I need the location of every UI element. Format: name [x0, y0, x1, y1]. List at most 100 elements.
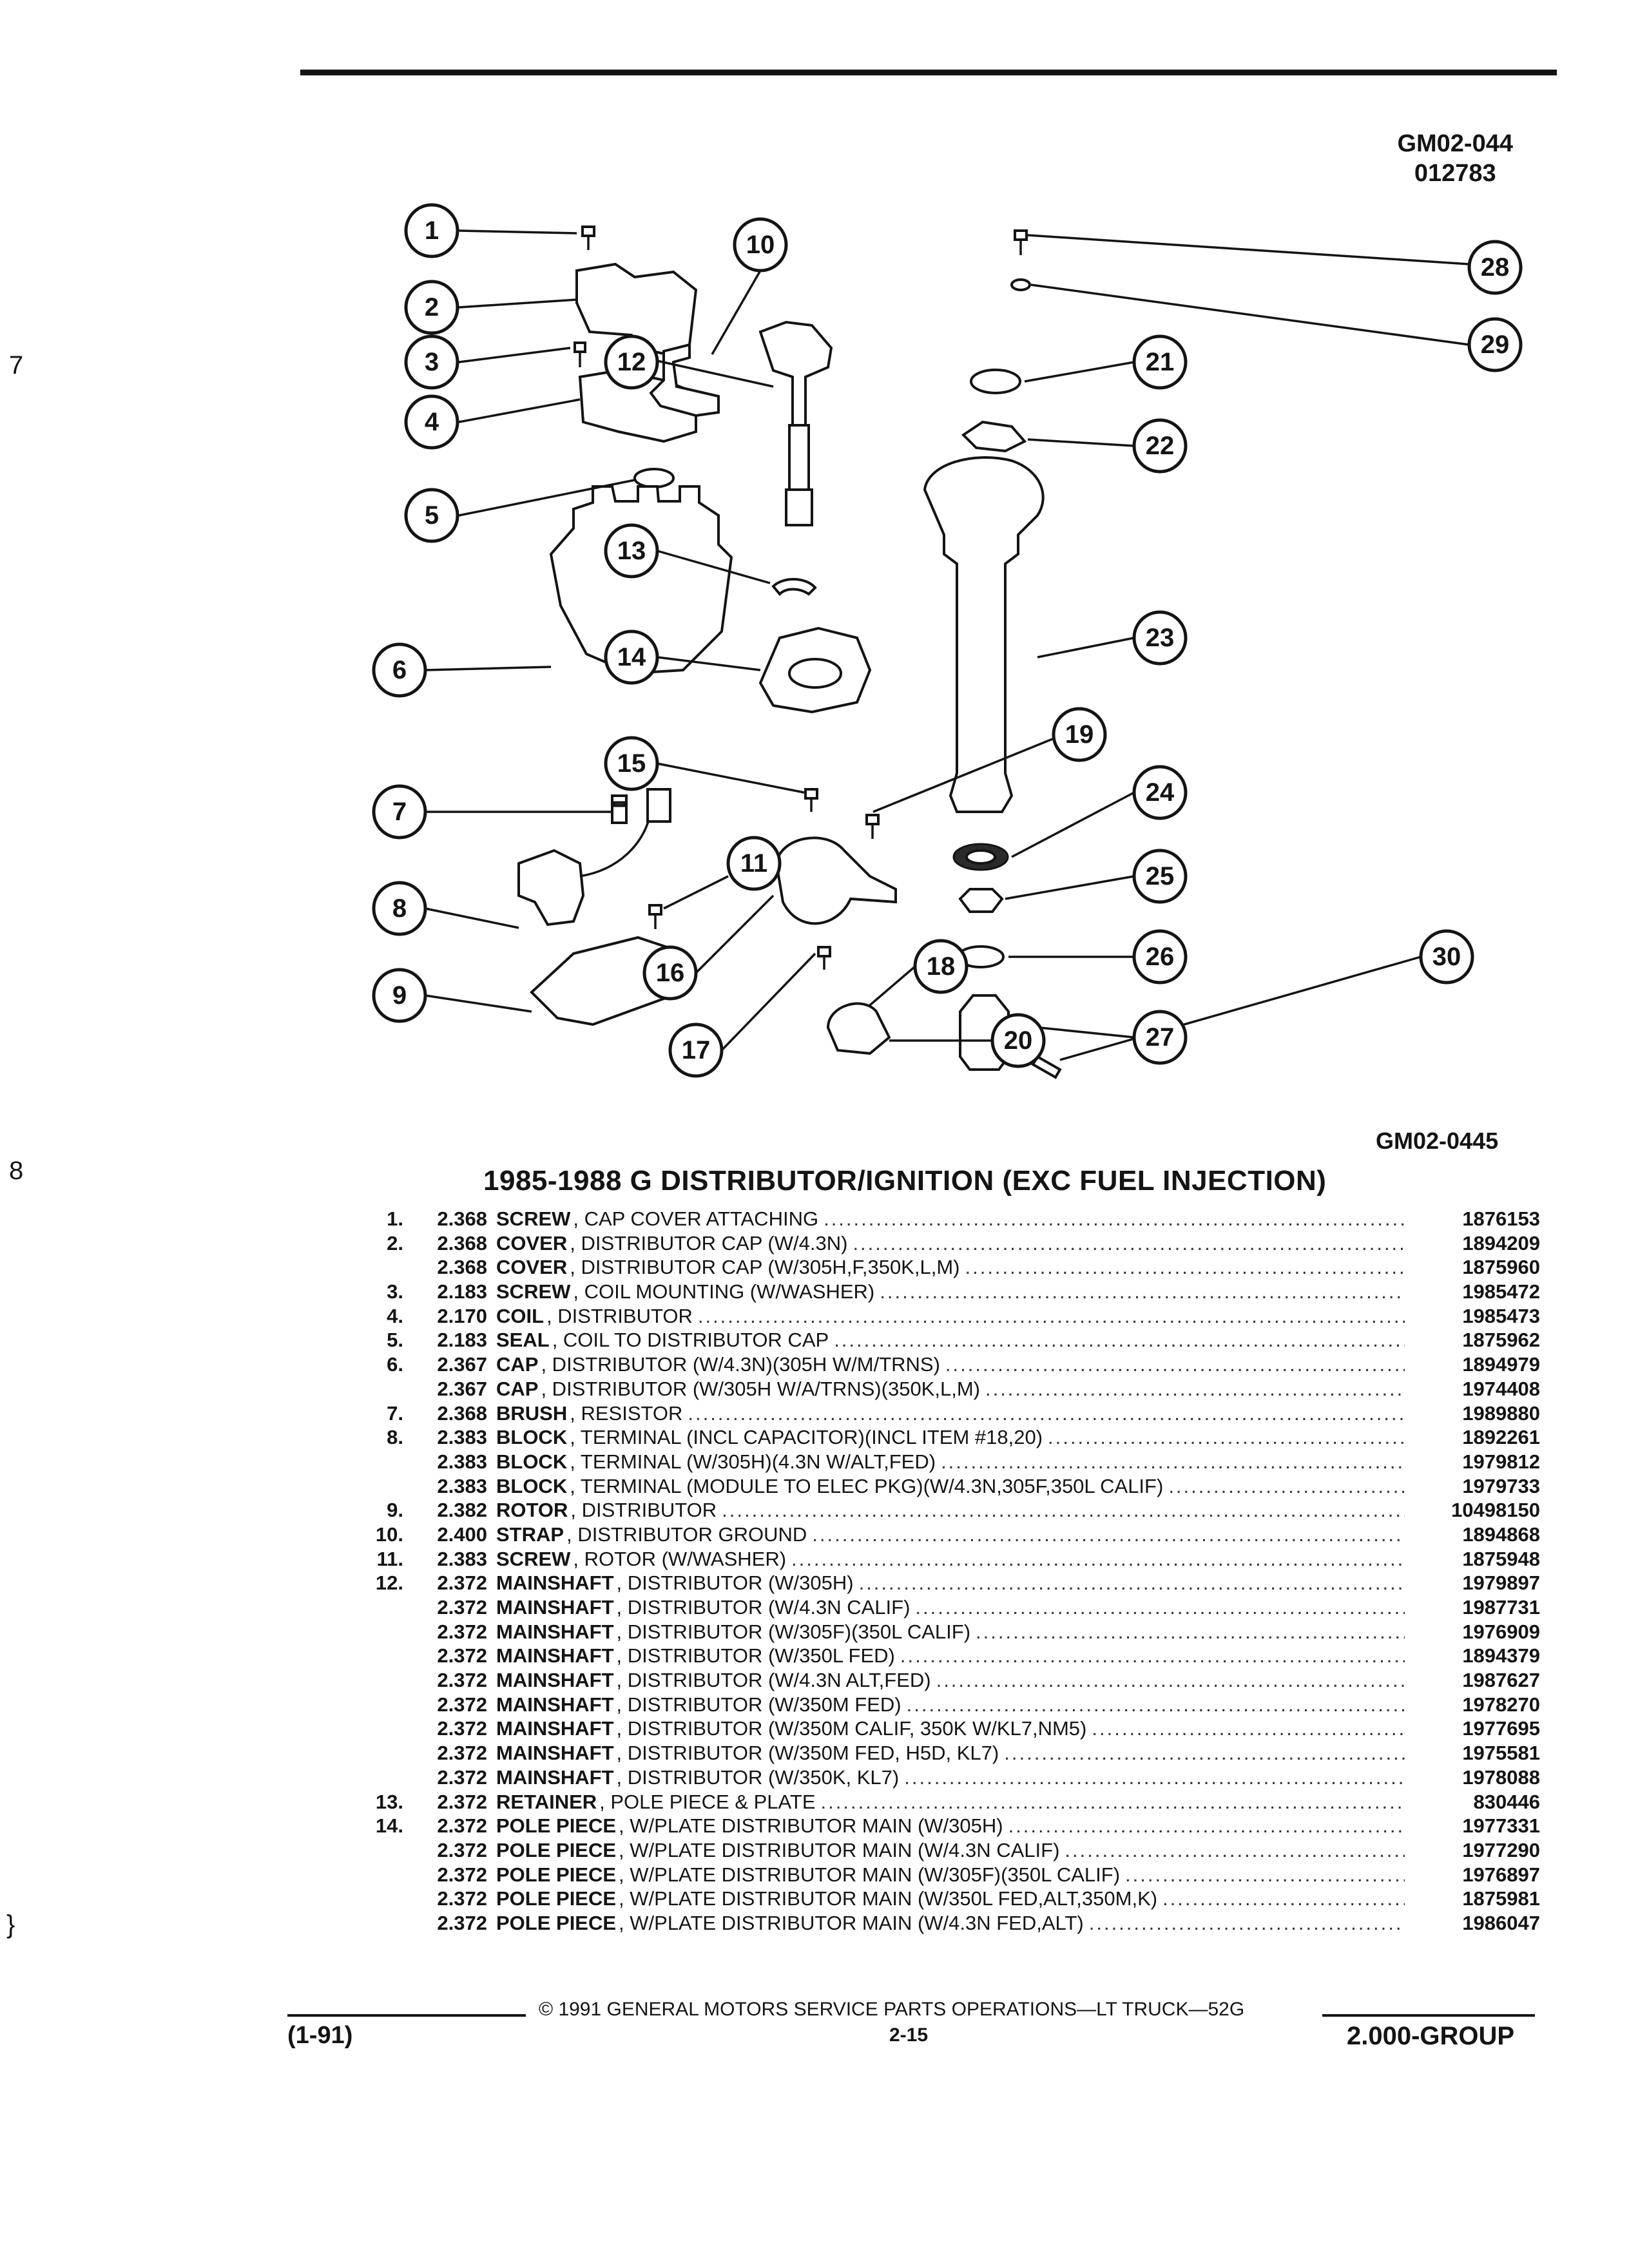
part-name: RETAINER	[496, 1790, 597, 1813]
part-seal	[633, 468, 675, 488]
part-description: BRUSH, RESISTOR.........................…	[496, 1402, 1405, 1425]
leader-dots: ........................................…	[688, 1401, 1405, 1425]
part-description: MAINSHAFT, DISTRIBUTOR (W/350M FED).....…	[496, 1693, 1405, 1716]
part-description: SCREW, ROTOR (W/WASHER).................…	[496, 1548, 1405, 1571]
group-number: 2.183	[437, 1329, 487, 1352]
svg-text:15: 15	[617, 749, 646, 778]
svg-text:11: 11	[740, 849, 767, 878]
part-name: COVER	[496, 1231, 568, 1254]
leader-dots: ........................................…	[976, 1620, 1405, 1643]
svg-text:5: 5	[425, 501, 439, 530]
item-number: 12.	[375, 1571, 403, 1595]
part-name: MAINSHAFT	[496, 1717, 614, 1740]
part-number: 1894379	[1462, 1644, 1540, 1667]
part-screw-1	[581, 226, 595, 250]
leader-dots: ........................................…	[945, 1353, 1405, 1376]
svg-text:24: 24	[1146, 778, 1175, 807]
part-detail: , DISTRIBUTOR (W/4.3N ALT,FED)	[616, 1669, 931, 1692]
part-description: BLOCK, TERMINAL (W/305H)(4.3N W/ALT,FED)…	[496, 1450, 1405, 1474]
shaft-body	[788, 424, 810, 491]
callout-20: 20	[990, 1013, 1046, 1068]
svg-text:8: 8	[392, 894, 407, 923]
part-name: POLE PIECE	[496, 1863, 617, 1886]
part-detail: , DISTRIBUTOR (W/305H W/A/TRNS)(350K,L,M…	[541, 1377, 980, 1400]
part-description: MAINSHAFT, DISTRIBUTOR (W/4.3N CALIF)...…	[496, 1596, 1405, 1619]
item-number: 4.	[387, 1304, 403, 1327]
part-name: MAINSHAFT	[496, 1693, 614, 1716]
svg-text:4: 4	[425, 408, 439, 436]
part-detail: , W/PLATE DISTRIBUTOR MAIN (W/305F)(350L…	[619, 1863, 1121, 1886]
group-number: 2.382	[437, 1499, 487, 1522]
callout-28: 28	[1467, 240, 1523, 295]
svg-text:10: 10	[746, 231, 775, 259]
figure-code: 012783	[1414, 160, 1496, 187]
svg-text:30: 30	[1432, 943, 1461, 971]
part-number: 1986047	[1462, 1911, 1540, 1934]
callout-21: 21	[1132, 334, 1188, 390]
parts-row: 7. 2.368 BRUSH, RESISTOR..................…	[348, 1402, 1540, 1427]
parts-row: 2.372 MAINSHAFT, DISTRIBUTOR (W/350M FED)…	[348, 1693, 1540, 1718]
part-name: COVER	[496, 1256, 568, 1279]
part-screw-28	[1014, 229, 1028, 255]
leader-dots: ........................................…	[900, 1644, 1405, 1667]
callout-23: 23	[1132, 610, 1188, 666]
part-name: MAINSHAFT	[496, 1644, 614, 1667]
item-number: 8.	[387, 1426, 403, 1449]
part-detail: , DISTRIBUTOR CAP (W/4.3N)	[570, 1231, 848, 1254]
part-description: STRAP, DISTRIBUTOR GROUND...............…	[496, 1523, 1405, 1546]
group-number: 2.372	[437, 1911, 487, 1934]
group-number: 2.383	[437, 1547, 487, 1570]
part-description: MAINSHAFT, DISTRIBUTOR (W/350M CALIF, 35…	[496, 1717, 1405, 1740]
callout-4: 4	[404, 394, 459, 450]
part-description: POLE PIECE, W/PLATE DISTRIBUTOR MAIN (W/…	[496, 1887, 1405, 1910]
part-description: CAP, DISTRIBUTOR (W/305H W/A/TRNS)(350K,…	[496, 1378, 1405, 1401]
callout-14: 14	[604, 629, 659, 685]
part-detail: , POLE PIECE & PLATE	[599, 1790, 816, 1813]
part-capacitor	[826, 1002, 891, 1055]
part-number: 10498150	[1451, 1499, 1540, 1522]
part-name: POLE PIECE	[496, 1814, 617, 1838]
margin-mark-3: }	[6, 1910, 15, 1939]
part-name: MAINSHAFT	[496, 1765, 614, 1789]
part-module-22	[961, 420, 1027, 453]
leader-dots: ........................................…	[853, 1231, 1405, 1254]
group-number: 2.372	[437, 1693, 487, 1716]
group-number: 2.170	[437, 1304, 487, 1327]
callout-3: 3	[404, 334, 459, 390]
item-number: 7.	[387, 1401, 403, 1425]
svg-text:19: 19	[1065, 720, 1094, 749]
part-name: SEAL	[496, 1329, 550, 1352]
part-mainshaft-12	[758, 320, 833, 427]
part-number: 1876153	[1462, 1207, 1540, 1230]
part-number: 1875948	[1462, 1547, 1540, 1570]
margin-mark-1: 7	[9, 351, 24, 380]
callout-1: 1	[404, 203, 459, 258]
svg-text:12: 12	[617, 348, 646, 376]
part-detail: , COIL MOUNTING (W/WASHER)	[573, 1280, 875, 1303]
section-title: 1985-1988 G DISTRIBUTOR/IGNITION (EXC FU…	[483, 1165, 1327, 1196]
svg-text:9: 9	[392, 981, 407, 1010]
part-name: MAINSHAFT	[496, 1742, 614, 1765]
date-code: (1-91)	[287, 2022, 353, 2049]
part-detail: , ROTOR (W/WASHER)	[573, 1547, 787, 1570]
svg-text:22: 22	[1146, 432, 1175, 460]
group-number: 2.372	[437, 1814, 487, 1838]
part-detail: , DISTRIBUTOR (W/305H)	[616, 1571, 854, 1595]
leader-dots: ........................................…	[1162, 1887, 1405, 1910]
part-screw-3	[574, 341, 586, 367]
part-number: 1875981	[1462, 1887, 1540, 1910]
leader-dots: ........................................…	[1008, 1814, 1405, 1838]
part-housing-23	[923, 456, 1045, 813]
part-number: 1976909	[1462, 1620, 1540, 1643]
group-number: 2.368	[437, 1401, 487, 1425]
